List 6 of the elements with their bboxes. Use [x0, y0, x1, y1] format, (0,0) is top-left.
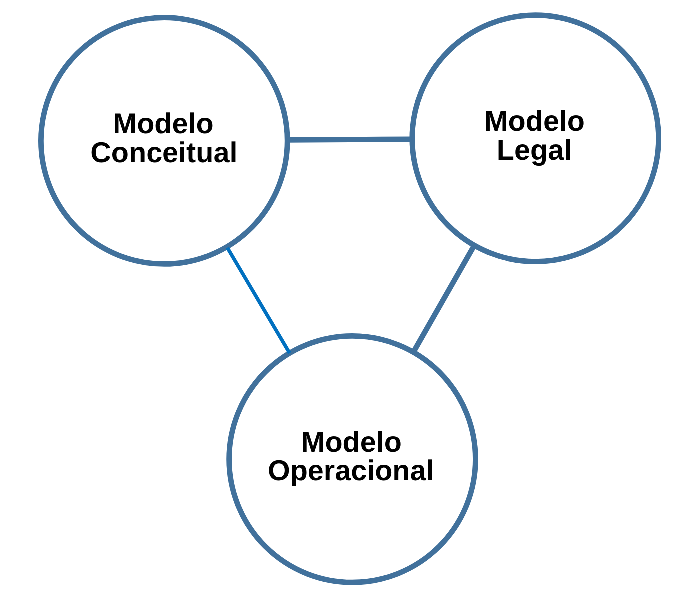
node-circle: Modelo Operacional	[226, 334, 478, 586]
connector	[410, 244, 476, 354]
connector	[226, 247, 291, 354]
connector	[288, 136, 412, 143]
node-circle: Modelo Conceitual	[38, 15, 290, 267]
node-circle: Modelo Legal	[409, 12, 661, 264]
